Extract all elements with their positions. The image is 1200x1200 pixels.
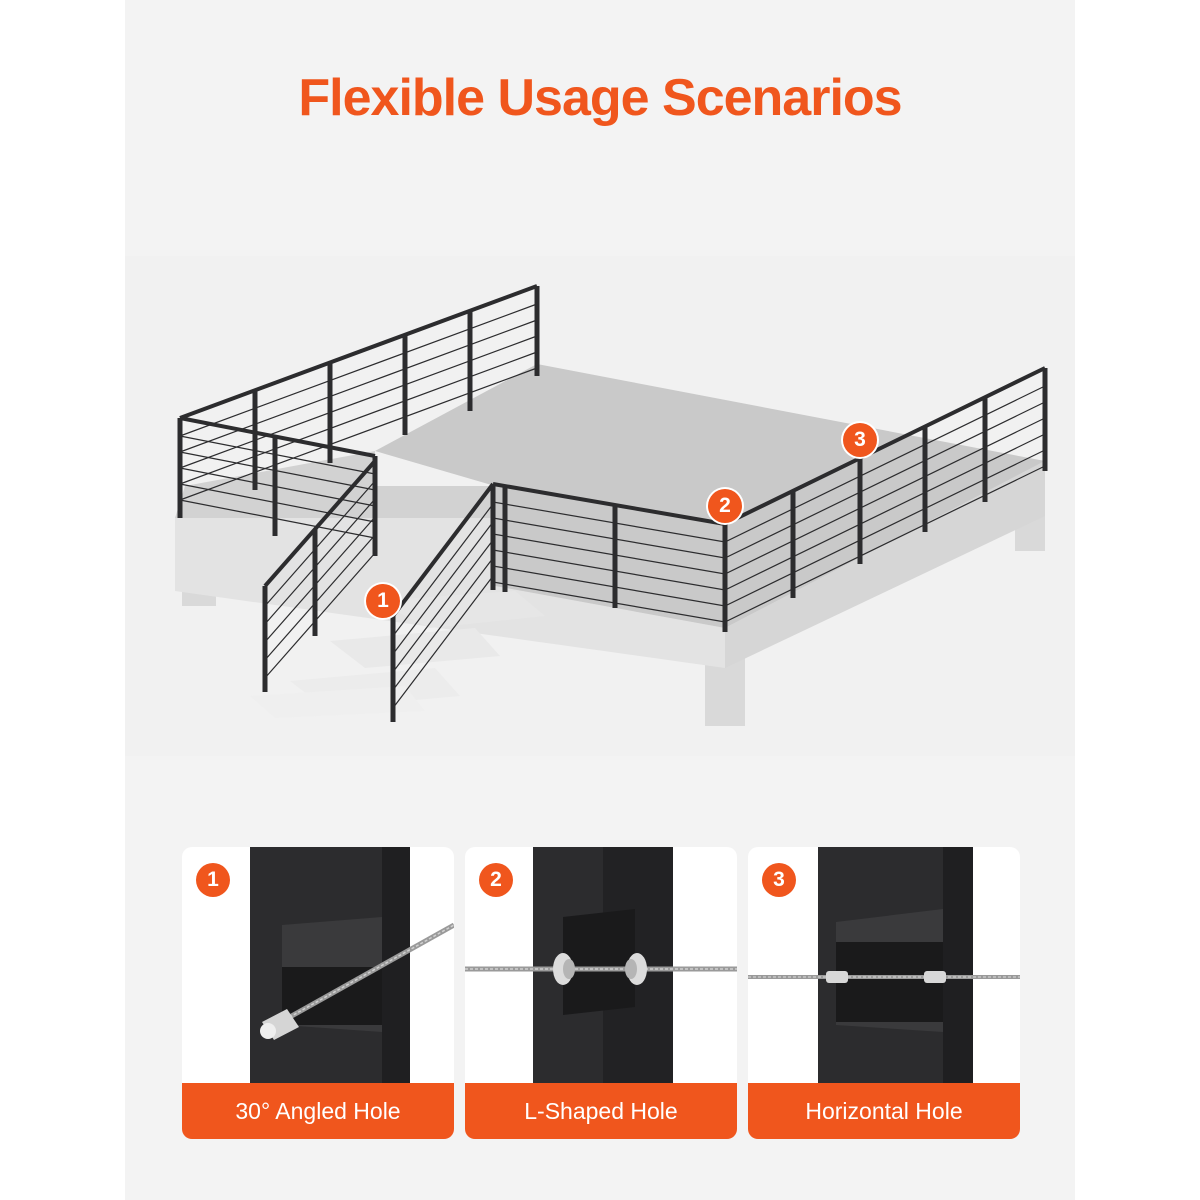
card-label-horizontal-hole: Horizontal Hole — [748, 1083, 1020, 1139]
feature-card-horizontal-hole: 3 Horizontal Hole — [748, 847, 1020, 1139]
card-badge-3: 3 — [762, 863, 796, 897]
deck-illustration: 1 2 3 — [125, 256, 1075, 756]
deck-railing-render — [175, 284, 1048, 726]
marker-badge-3: 3 — [843, 423, 877, 457]
deck-right-face — [725, 461, 1045, 668]
card-label-angled-hole: 30° Angled Hole — [182, 1083, 454, 1139]
stair-step — [375, 591, 545, 628]
stair-railing-left — [262, 459, 377, 692]
front-railing — [492, 366, 1048, 632]
card-badge-1: 1 — [196, 863, 230, 897]
card-badge-2: 2 — [479, 863, 513, 897]
horizontal-hole-closeup — [748, 847, 1020, 1083]
feature-card-l-shaped-hole: 2 L-Shaped Hole — [465, 847, 737, 1139]
card-label-l-shaped-hole: L-Shaped Hole — [465, 1083, 737, 1139]
stair-step — [250, 686, 425, 718]
stair-step — [330, 628, 500, 668]
page-title: Flexible Usage Scenarios — [298, 69, 902, 127]
angled-hole-closeup — [250, 847, 454, 1083]
marker-badge-2: 2 — [708, 489, 742, 523]
deck-landing — [175, 451, 495, 518]
marker-badge-1: 1 — [366, 584, 400, 618]
l-shaped-hole-closeup — [465, 847, 737, 1083]
product-infographic: Flexible Usage Scenarios — [125, 0, 1075, 1200]
stair-railing-right — [390, 482, 496, 722]
feature-card-angled-hole: 1 30° Angled Hole — [182, 847, 454, 1139]
